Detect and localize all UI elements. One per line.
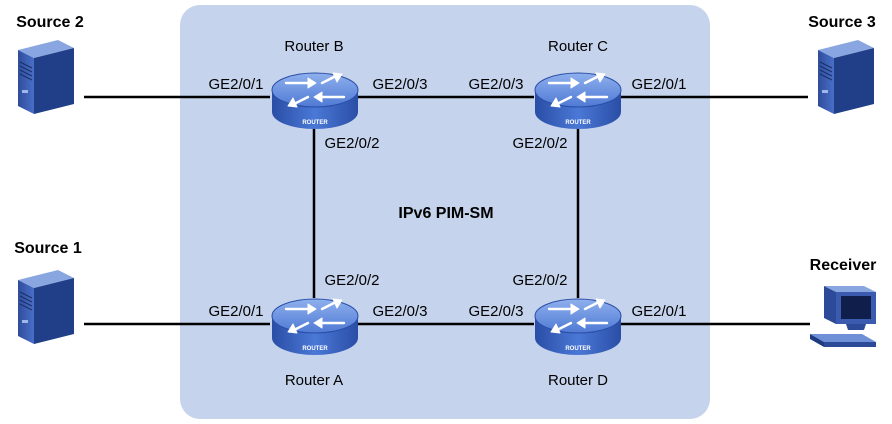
interface-label: GE2/0/2	[512, 272, 567, 289]
interface-label: GE2/0/2	[324, 272, 379, 289]
links	[84, 95, 810, 326]
router-b-label: Router B	[284, 38, 343, 55]
source-2-label: Source 2	[16, 14, 84, 31]
network-label: IPv6 PIM-SM	[398, 205, 493, 222]
router-d-label: Router D	[548, 372, 608, 389]
interface-label: GE2/0/1	[208, 76, 263, 93]
server-icon	[817, 39, 875, 115]
router-a-label: Router A	[285, 372, 343, 389]
receiver-label: Receiver	[810, 257, 877, 274]
source-2: Source 2	[16, 14, 84, 115]
pc-icon	[810, 286, 876, 347]
interface-label: GE2/0/3	[468, 76, 523, 93]
source-1-label: Source 1	[14, 240, 82, 257]
source-1: Source 1	[14, 240, 82, 345]
server-icon	[17, 39, 75, 115]
source-3: Source 3	[808, 14, 876, 115]
router-c: ROUTER Router C	[533, 38, 623, 131]
interface-label: GE2/0/1	[208, 303, 263, 320]
interface-label: GE2/0/1	[631, 303, 686, 320]
receiver: Receiver	[810, 257, 877, 347]
router-c-label: Router C	[548, 38, 608, 55]
interface-label: GE2/0/3	[372, 303, 427, 320]
interface-label: GE2/0/2	[324, 135, 379, 152]
router-b: ROUTER Router B	[270, 38, 360, 131]
router-d: ROUTER Router D	[533, 297, 623, 389]
router-badge: ROUTER	[302, 120, 328, 126]
interface-label: GE2/0/2	[512, 135, 567, 152]
interface-label: GE2/0/3	[468, 303, 523, 320]
router-badge: ROUTER	[565, 120, 591, 126]
source-3-label: Source 3	[808, 14, 876, 31]
interface-labels: GE2/0/1 GE2/0/3 GE2/0/3 GE2/0/1 GE2/0/2 …	[208, 76, 686, 320]
router-a: ROUTER Router A	[270, 297, 360, 389]
server-icon	[17, 269, 75, 345]
router-badge: ROUTER	[302, 346, 328, 352]
interface-label: GE2/0/1	[631, 76, 686, 93]
router-badge: ROUTER	[565, 346, 591, 352]
interface-label: GE2/0/3	[372, 76, 427, 93]
